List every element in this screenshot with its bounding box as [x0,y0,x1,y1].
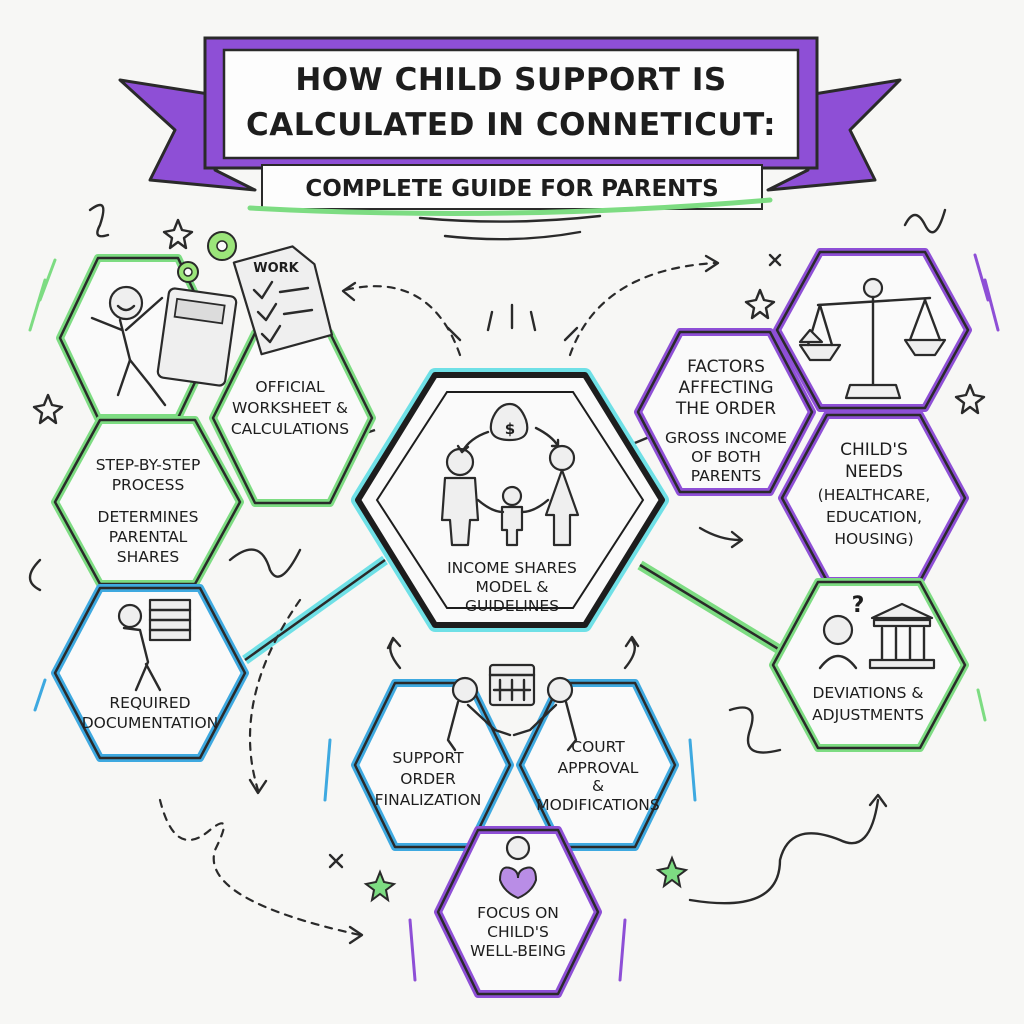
worksheet-label-2: WORKSHEET & [232,399,348,417]
gear-icon [177,231,237,283]
focus-label-2: CHILD'S [487,923,549,941]
documentation-label-2: DOCUMENTATION [82,714,219,732]
handshake-icon [446,676,578,752]
court-label-1: COURT [571,738,625,756]
process-label-1: STEP-BY-STEP [96,456,201,474]
center-label-3: GUIDELINES [465,597,559,615]
accent-strokes [28,253,1000,982]
needs-label-5: HOUSING) [834,530,913,548]
focus-label-1: FOCUS ON [477,904,559,922]
subtitle-underline-green [247,197,773,216]
hex-worksheet: OFFICIAL WORKSHEET & CALCULATIONS [56,254,376,507]
deviations-label-1: DEVIATIONS & [813,684,924,702]
center-label-1: INCOME SHARES [447,559,577,577]
work-tag: WORK [253,261,299,276]
needs-label-1: CHILD'S [840,440,908,460]
hex-court-approval: COURT APPROVAL & MODIFICATIONS [516,679,679,851]
finalization-label-2: ORDER [400,770,456,788]
question-mark-icon: ? [852,593,865,618]
focus-label-3: WELL-BEING [470,942,566,960]
factors-label-3: THE ORDER [675,399,776,419]
decorative-squiggles [28,203,947,869]
subtitle-scribble-2 [443,230,582,241]
documentation-label-1: REQUIRED [109,694,190,712]
court-label-4: MODIFICATIONS [536,796,659,814]
factors-detail-2: OF BOTH [691,448,761,466]
hex-support-order-finalization: SUPPORT ORDER FINALIZATION [351,679,514,851]
calendar-icon [488,663,536,707]
decorative-arrows [158,254,888,945]
worksheet-label-3: CALCULATIONS [231,420,349,438]
thinking-person-icon: ? [818,593,865,670]
decorative-stars [32,218,986,903]
factors-detail-1: GROSS INCOME [665,429,787,447]
needs-label-3: (HEALTHCARE, [818,486,931,504]
factors-label-1: FACTORS [687,357,765,377]
heart-icon [498,835,538,900]
title-line-1: HOW CHILD SUPPORT IS [295,62,726,98]
needs-label-2: NEEDS [845,462,903,482]
hex-factors-affecting-order: FACTORS AFFECTING THE ORDER GROSS INCOME… [634,328,816,496]
money-bag-symbol: $ [505,420,515,438]
happy-person-icon [90,285,167,407]
person-carrying-papers-icon [117,598,192,692]
calculator-icon [156,287,238,387]
court-label-2: APPROVAL [558,759,639,777]
factors-label-2: AFFECTING [678,378,773,398]
title-banner: HOW CHILD SUPPORT IS CALCULATED IN CONNE… [118,36,902,241]
courthouse-icon [868,602,936,670]
process-detail-3: SHARES [117,548,180,566]
process-detail-2: PARENTAL [109,528,188,546]
worksheet-document-icon: WORK [232,245,334,356]
hex-childs-needs: CHILD'S NEEDS (HEALTHCARE, EDUCATION, HO… [778,411,969,585]
subtitle-scribble [418,214,602,223]
subtitle: COMPLETE GUIDE FOR PARENTS [305,176,718,202]
subtitle-box [261,164,763,210]
process-detail-1: DETERMINES [98,508,199,526]
money-bag-icon [489,402,529,442]
connector-documentation [244,558,386,662]
family-icon: $ [440,402,580,547]
scales-of-justice-icon [798,277,947,400]
hex-focus-wellbeing: FOCUS ON CHILD'S WELL-BEING [434,826,602,998]
factors-detail-3: PARENTS [691,467,761,485]
deviations-label-2: ADJUSTMENTS [812,706,924,724]
process-label-2: PROCESS [112,476,185,494]
center-label-2: MODEL & [476,578,549,596]
court-label-3: & [592,777,604,795]
title-line-2: CALCULATED IN CONNETICUT: [246,107,776,143]
finalization-label-3: FINALIZATION [375,791,482,809]
hex-step-by-step-process: STEP-BY-STEP PROCESS DETERMINES PARENTAL… [51,416,244,588]
house-icon [798,328,824,344]
connector-deviations [639,563,781,652]
worksheet-label-1: OFFICIAL [255,378,325,396]
finalization-label-1: SUPPORT [392,749,464,767]
banner-panel [222,48,800,160]
needs-label-4: EDUCATION, [826,508,922,526]
